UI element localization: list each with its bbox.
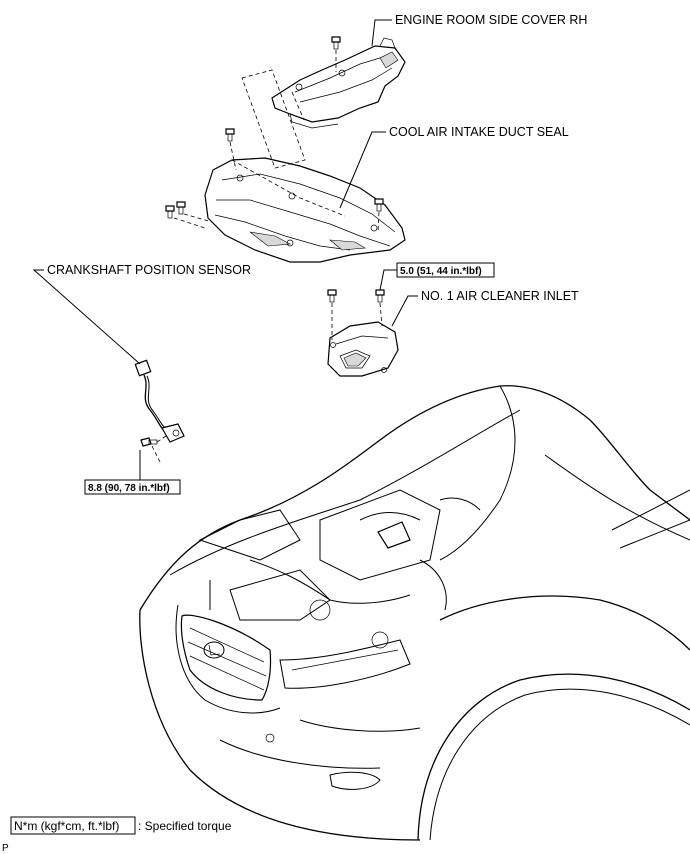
bolt-icon bbox=[225, 128, 235, 142]
label-no1-air-cleaner-inlet: NO. 1 AIR CLEANER INLET bbox=[421, 289, 579, 303]
legend-description: : Specified torque bbox=[138, 819, 232, 833]
bolt-icon bbox=[327, 289, 337, 303]
bolt-icon bbox=[176, 201, 186, 215]
leader-lines bbox=[32, 19, 418, 365]
cool-air-intake-duct-seal bbox=[204, 157, 406, 263]
bolt-icon bbox=[165, 205, 175, 219]
no1-air-cleaner-inlet bbox=[327, 321, 399, 377]
torque-legend: N*m (kgf*cm, ft.*lbf) : Specified torque bbox=[10, 816, 232, 835]
legend-unit: N*m (kgf*cm, ft.*lbf) bbox=[14, 819, 119, 833]
label-cool-air-intake-duct-seal: COOL AIR INTAKE DUCT SEAL bbox=[389, 125, 569, 139]
vehicle-front-view bbox=[139, 385, 690, 841]
torque-box-air-inlet: 5.0 (51, 44 in.*lbf) bbox=[379, 262, 495, 291]
crankshaft-position-sensor bbox=[134, 359, 185, 443]
label-crankshaft-position-sensor: CRANKSHAFT POSITION SENSOR bbox=[47, 263, 251, 277]
corner-mark: P bbox=[2, 843, 9, 854]
lexus-emblem-icon bbox=[203, 641, 225, 659]
torque-air-inlet-bolt: 5.0 (51, 44 in.*lbf) bbox=[400, 266, 482, 277]
engine-room-side-cover bbox=[271, 37, 406, 129]
torque-sensor-bolt: 8.8 (90, 78 in.*lbf) bbox=[88, 483, 170, 494]
torque-box-sensor: 8.8 (90, 78 in.*lbf) bbox=[84, 450, 181, 495]
assembly-lines bbox=[151, 50, 383, 463]
label-engine-room-side-cover: ENGINE ROOM SIDE COVER RH bbox=[395, 13, 587, 27]
bolt-icon bbox=[375, 289, 385, 303]
bolt-icon bbox=[374, 198, 384, 212]
bolt-icon bbox=[140, 437, 158, 447]
bolt-icon bbox=[331, 36, 341, 50]
